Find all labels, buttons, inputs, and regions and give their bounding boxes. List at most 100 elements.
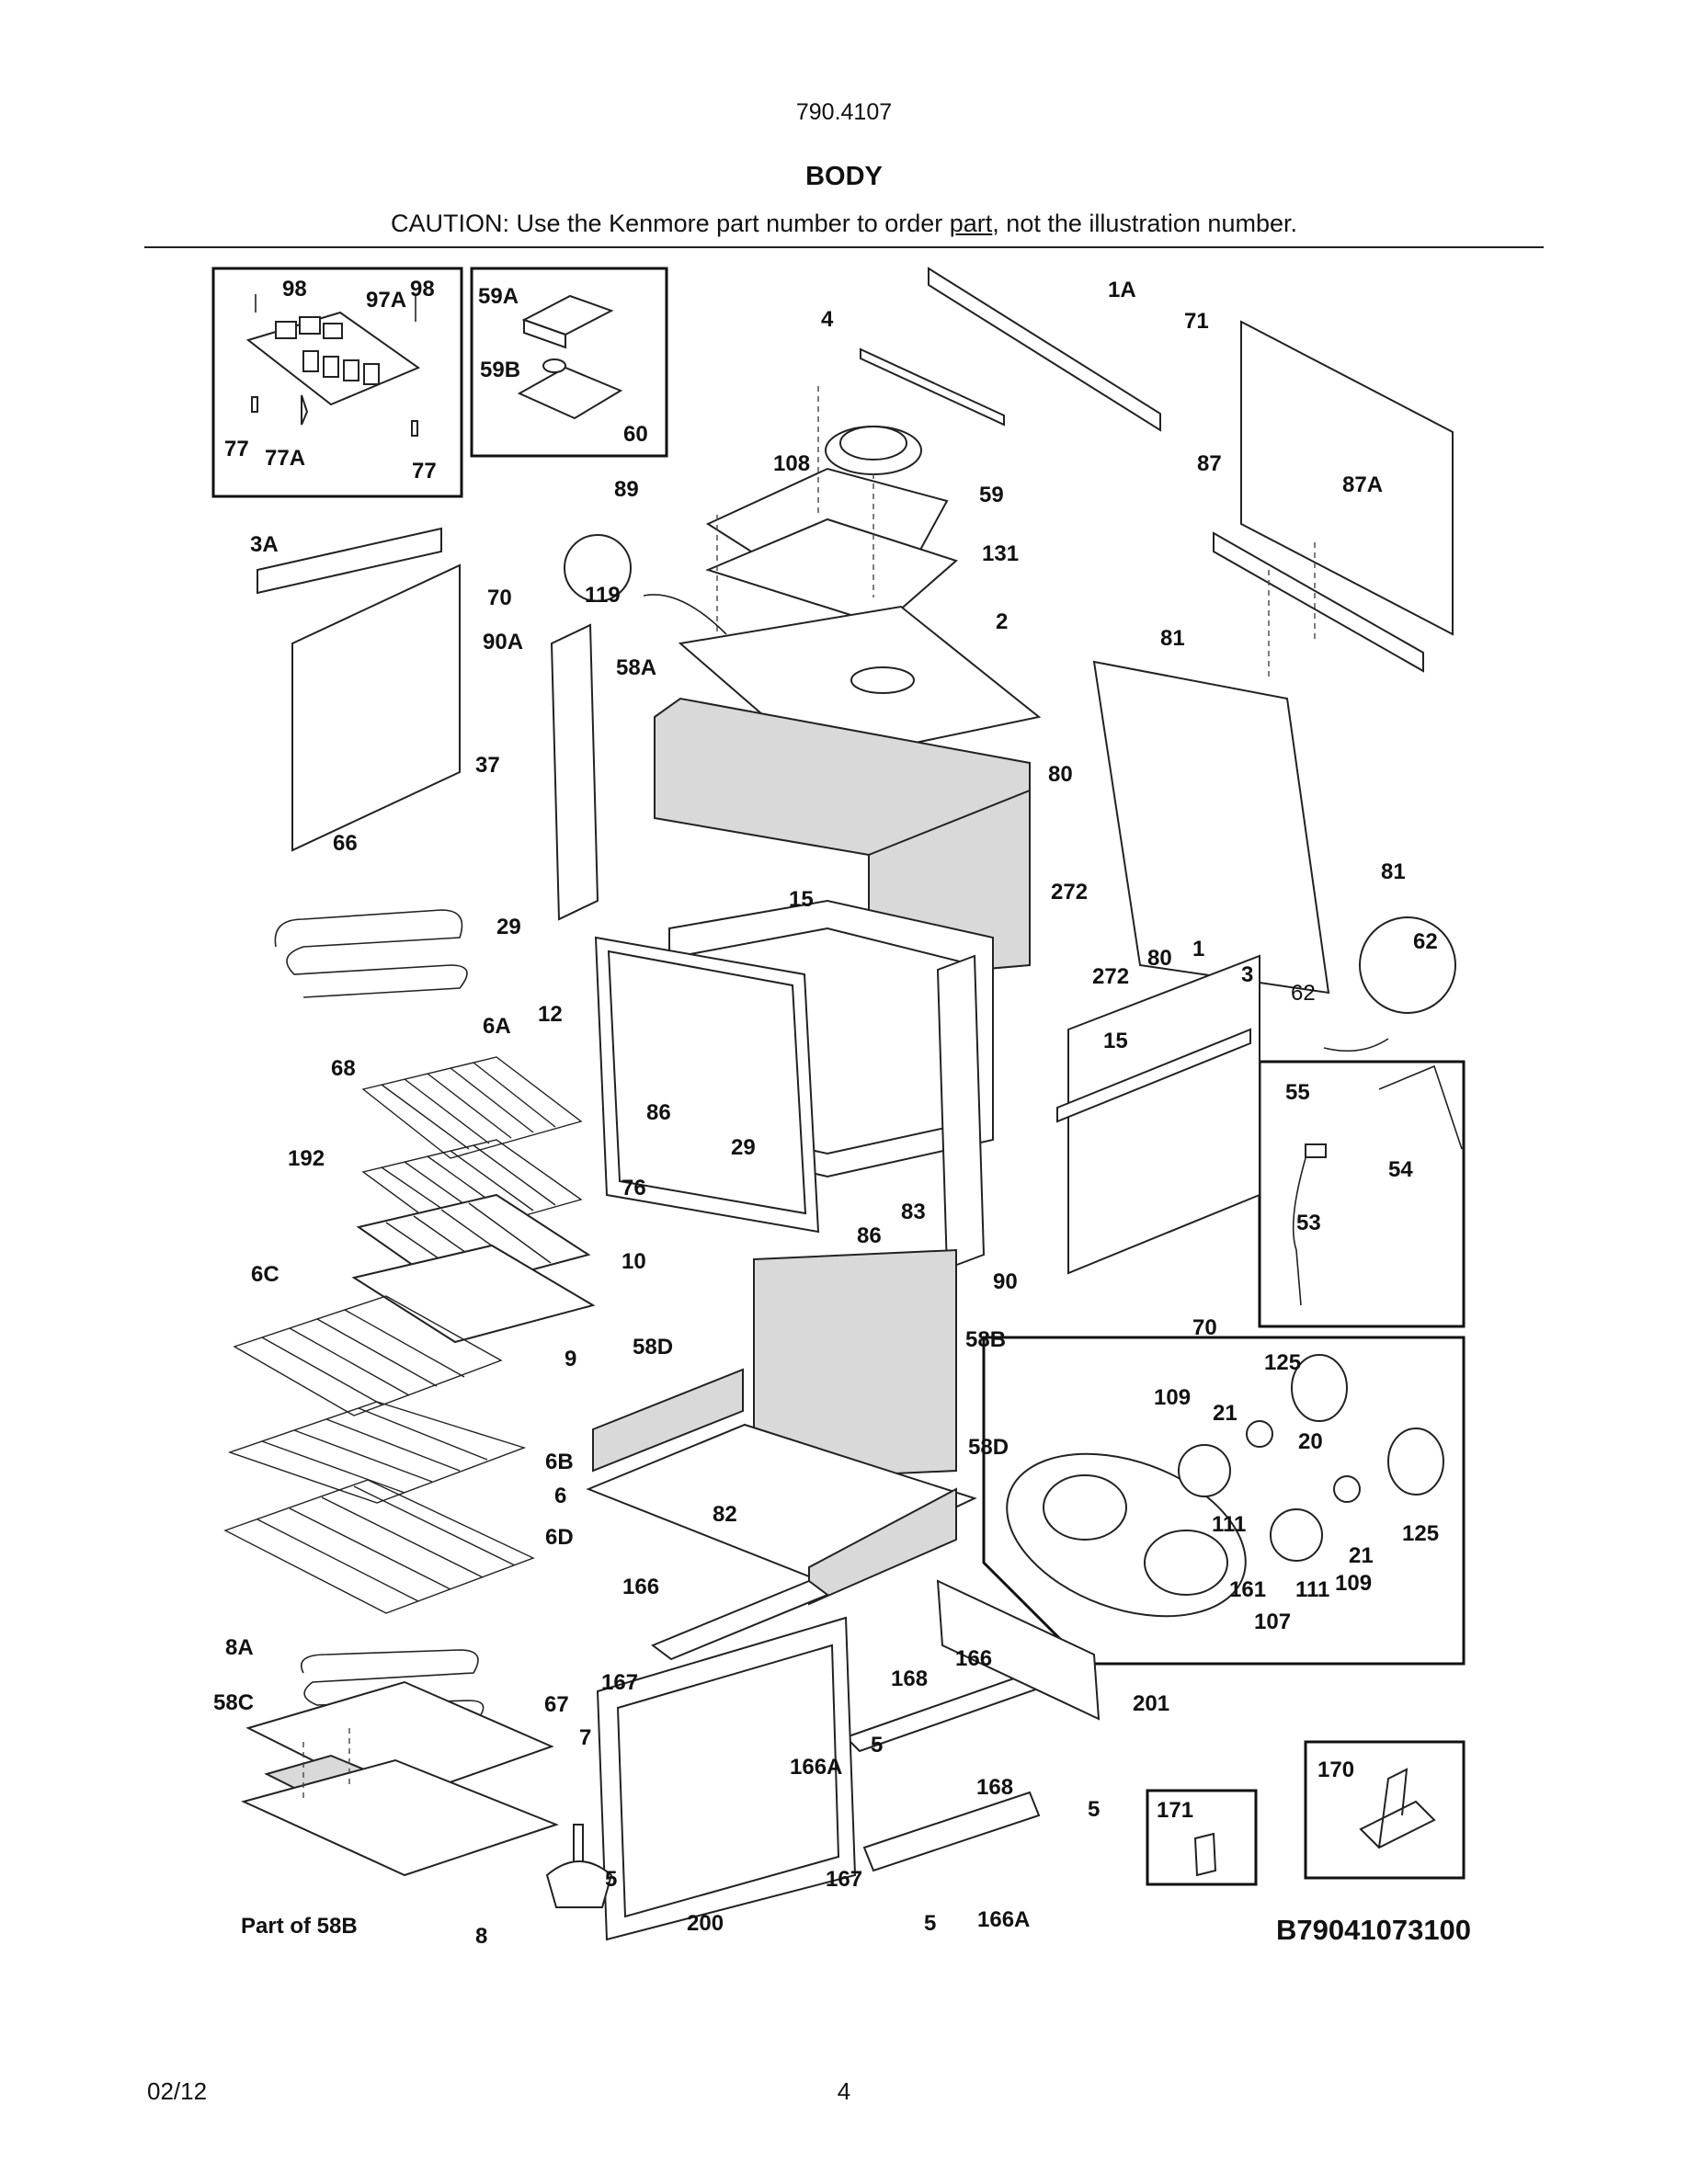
label-7: 7 xyxy=(579,1725,591,1750)
label-37: 37 xyxy=(475,753,500,778)
label-168: 168 xyxy=(976,1775,1013,1800)
label-80: 80 xyxy=(1048,762,1073,787)
label-12: 12 xyxy=(538,1002,563,1027)
baffle-131 xyxy=(705,518,958,627)
label-5: 5 xyxy=(1088,1797,1100,1822)
trim-90 xyxy=(936,954,986,1270)
label-98: 98 xyxy=(410,277,435,301)
label-59: 59 xyxy=(979,483,1004,507)
rack-6C xyxy=(233,1295,503,1416)
footer-page-number: 4 xyxy=(837,2077,851,2105)
label-77A: 77A xyxy=(265,446,305,471)
fan-motor-125 xyxy=(1291,1354,1444,1496)
label-87: 87 xyxy=(1197,451,1222,476)
label-5: 5 xyxy=(605,1867,617,1892)
back-panel-71 xyxy=(1240,320,1454,636)
label-10: 10 xyxy=(622,1249,646,1274)
label-8: 8 xyxy=(475,1924,487,1949)
label-29: 29 xyxy=(731,1135,756,1160)
label-67: 67 xyxy=(544,1692,569,1717)
inset-control-board xyxy=(211,267,463,498)
label-272: 272 xyxy=(1051,880,1088,904)
broiler-pan-9 xyxy=(351,1244,596,1344)
terminal-block-parts xyxy=(517,294,623,420)
label-58D: 58D xyxy=(968,1435,1009,1460)
part-4-strip xyxy=(860,347,1005,427)
label-3A: 3A xyxy=(250,532,279,557)
label-9: 9 xyxy=(565,1347,576,1371)
rear-frame-1A xyxy=(928,267,1161,432)
label-58C: 58C xyxy=(213,1690,254,1715)
label-5: 5 xyxy=(871,1733,883,1757)
bracket-171 xyxy=(1193,1832,1217,1877)
label-21: 21 xyxy=(1349,1543,1374,1568)
fan-cover-107 xyxy=(1006,1452,1247,1618)
caution-text-end: , not the illustration number. xyxy=(992,210,1297,237)
label-15: 15 xyxy=(789,887,814,912)
bracket-87 xyxy=(1213,531,1424,673)
label-1A: 1A xyxy=(1108,278,1136,302)
trim-90A xyxy=(550,623,599,921)
label-70: 70 xyxy=(487,586,512,610)
insulation-58B xyxy=(753,1248,957,1482)
label-55: 55 xyxy=(1285,1080,1310,1105)
label-168: 168 xyxy=(891,1666,928,1691)
control-board xyxy=(245,294,421,437)
label-86: 86 xyxy=(857,1223,882,1248)
arrow-119 xyxy=(643,594,727,635)
label-21: 21 xyxy=(1213,1401,1237,1426)
label-167: 167 xyxy=(601,1670,638,1695)
label-60: 60 xyxy=(623,422,648,447)
label-80: 80 xyxy=(1147,946,1172,971)
diagram-code: B79041073100 xyxy=(1276,1914,1471,1946)
label-81: 81 xyxy=(1381,859,1406,884)
label-166A: 166A xyxy=(977,1907,1030,1932)
caution-text: CAUTION: Use the Kenmore part number to … xyxy=(391,210,950,237)
label-89: 89 xyxy=(614,477,639,502)
model-number: 790.4107 xyxy=(795,99,893,125)
bake-element-66 xyxy=(274,909,468,998)
label-71: 71 xyxy=(1184,309,1209,334)
label-192: 192 xyxy=(288,1146,325,1171)
inset-terminal-block xyxy=(470,267,668,458)
label-59B: 59B xyxy=(480,358,520,382)
convection-motor-108 xyxy=(825,426,922,475)
side-trim-3 xyxy=(1056,1028,1251,1123)
drawer-insulation-part-58B xyxy=(241,1754,559,1877)
label-86: 86 xyxy=(646,1100,671,1125)
label-83: 83 xyxy=(901,1200,926,1224)
arrow-62 xyxy=(1323,1038,1389,1052)
label-90A: 90A xyxy=(483,630,523,654)
label-6C: 6C xyxy=(251,1262,279,1287)
callout-62 xyxy=(1359,916,1456,1014)
page-title: BODY xyxy=(805,162,883,191)
caution-link: part xyxy=(949,210,993,237)
label-62: 62 xyxy=(1413,929,1438,954)
leveling-leg-5 xyxy=(545,1824,613,1908)
label-2: 2 xyxy=(996,609,1008,634)
label-166: 166 xyxy=(955,1646,992,1671)
insulation-58D xyxy=(592,1368,744,1473)
fan-washer-20 xyxy=(1246,1420,1361,1503)
drawer-rail-166A xyxy=(862,1791,1041,1872)
label-107: 107 xyxy=(1254,1610,1291,1634)
drawer-rail-166-left xyxy=(650,1579,830,1661)
header-divider xyxy=(144,246,1544,248)
label-200: 200 xyxy=(687,1911,724,1936)
label-66: 66 xyxy=(333,831,358,856)
side-trim-3A xyxy=(257,527,442,595)
label-58B: 58B xyxy=(965,1327,1006,1352)
label-29: 29 xyxy=(496,915,521,939)
label-111: 111 xyxy=(1212,1512,1246,1537)
label-131: 131 xyxy=(982,541,1019,566)
label-171: 171 xyxy=(1157,1798,1193,1823)
label-58A: 58A xyxy=(616,655,656,680)
label-98: 98 xyxy=(282,277,307,301)
rack-6D xyxy=(223,1479,535,1614)
label-59A: 59A xyxy=(478,284,519,309)
label-54: 54 xyxy=(1388,1157,1413,1182)
label-62: 62 xyxy=(1291,981,1316,1006)
label-167: 167 xyxy=(826,1867,862,1892)
label-90: 90 xyxy=(993,1269,1018,1294)
